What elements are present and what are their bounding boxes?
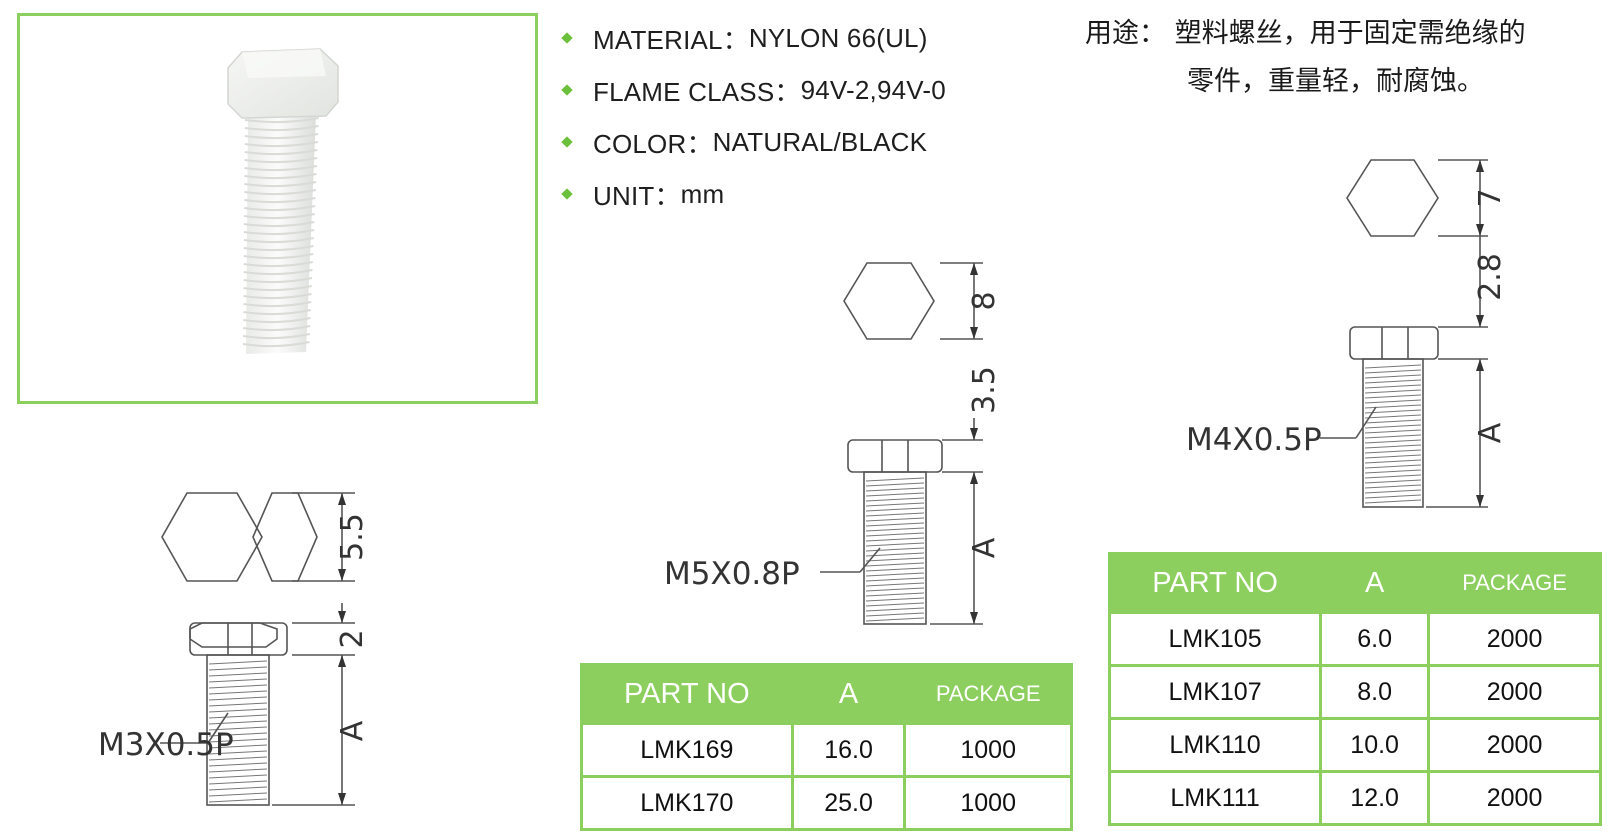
cell-package: 1000 — [903, 722, 1073, 778]
spec-list: MATERIAL： NYLON 66(UL) FLAME CLASS： 94V-… — [560, 12, 1030, 220]
nylon-screw-photo — [227, 48, 339, 354]
cell-a: 12.0 — [1319, 770, 1431, 826]
cell-part-no: LMK107 — [1107, 664, 1323, 720]
drawing-m3-screw: 5.5 2 A M3X0.5P — [98, 492, 370, 806]
parts-table-m4: PART NO A PACKAGE LMK105 6.0 2000 LMK107… — [1107, 552, 1602, 826]
table-row: LMK111 12.0 2000 — [1107, 770, 1602, 826]
table-row: LMK105 6.0 2000 — [1107, 611, 1602, 667]
cell-package: 2000 — [1427, 664, 1602, 720]
dim-head-height: 3.5 — [967, 366, 1002, 414]
spec-value: mm — [680, 178, 725, 209]
thread-spec: M4X0.5P — [1186, 422, 1322, 458]
header-a: A — [1319, 552, 1431, 614]
table-row: LMK110 10.0 2000 — [1107, 717, 1602, 773]
cell-part-no: LMK169 — [580, 722, 794, 778]
diamond-bullet-icon — [561, 84, 573, 96]
dim-head-height: 2.8 — [1473, 253, 1508, 301]
cell-package: 1000 — [903, 775, 1073, 831]
spec-color: COLOR： NATURAL/BLACK — [560, 116, 1030, 168]
spec-label: MATERIAL： — [593, 24, 749, 55]
dim-head-height: 2 — [335, 629, 370, 648]
thread-spec: M3X0.5P — [98, 727, 234, 763]
cell-package: 2000 — [1427, 770, 1602, 826]
diamond-bullet-icon — [561, 136, 573, 148]
drawing-m5-screw: 8 3.5 A M5X0.8P — [664, 262, 1002, 625]
drawing-m4-screw: 7 2.8 A M4X0.5P — [1186, 159, 1508, 508]
usage-line-1: 用途： 塑料螺丝，用于固定需绝缘的 — [1085, 18, 1526, 49]
cell-a: 10.0 — [1319, 717, 1431, 773]
cell-part-no: LMK111 — [1107, 770, 1323, 826]
table-row: LMK107 8.0 2000 — [1107, 664, 1602, 720]
cell-a: 25.0 — [790, 775, 907, 831]
cell-package: 2000 — [1427, 717, 1602, 773]
cell-a: 16.0 — [790, 722, 907, 778]
cell-package: 2000 — [1427, 611, 1602, 667]
spec-material: MATERIAL： NYLON 66(UL) — [560, 12, 1030, 64]
dim-length: A — [335, 720, 370, 741]
dim-length: A — [967, 537, 1002, 558]
product-photo-frame — [17, 13, 538, 404]
table-row: LMK170 25.0 1000 — [580, 775, 1073, 831]
header-part-no: PART NO — [580, 663, 794, 725]
spec-label: COLOR： — [593, 128, 713, 159]
spec-flame-class: FLAME CLASS： 94V-2,94V-0 — [560, 64, 1030, 116]
usage-line-2: 零件，重量轻，耐腐蚀。 — [1187, 66, 1484, 97]
cell-a: 6.0 — [1319, 611, 1431, 667]
spec-label: FLAME CLASS： — [593, 76, 801, 107]
dim-length: A — [1473, 422, 1508, 443]
cell-part-no: LMK110 — [1107, 717, 1323, 773]
table-header-row: PART NO A PACKAGE — [580, 663, 1073, 725]
dim-head-width: 8 — [967, 291, 1002, 310]
table-row: LMK169 16.0 1000 — [580, 722, 1073, 778]
diamond-bullet-icon — [561, 32, 573, 44]
header-package: PACKAGE — [903, 663, 1073, 725]
dim-head-width: 5.5 — [335, 513, 370, 561]
header-package: PACKAGE — [1427, 552, 1602, 614]
spec-label: UNIT： — [593, 180, 681, 211]
diamond-bullet-icon — [561, 188, 573, 200]
spec-value: 94V-2,94V-0 — [800, 74, 946, 105]
spec-unit: UNIT： mm — [560, 168, 1030, 220]
usage-description: 用途： 塑料螺丝，用于固定需绝缘的 零件，重量轻，耐腐蚀。 — [1085, 10, 1605, 106]
spec-value: NATURAL/BLACK — [712, 126, 928, 157]
cell-part-no: LMK170 — [580, 775, 794, 831]
cell-part-no: LMK105 — [1107, 611, 1323, 667]
dim-head-width: 7 — [1473, 188, 1508, 207]
header-a: A — [790, 663, 907, 725]
thread-spec: M5X0.8P — [664, 556, 800, 592]
cell-a: 8.0 — [1319, 664, 1431, 720]
header-part-no: PART NO — [1107, 552, 1323, 614]
parts-table-m5: PART NO A PACKAGE LMK169 16.0 1000 LMK17… — [580, 663, 1073, 831]
table-header-row: PART NO A PACKAGE — [1107, 552, 1602, 614]
spec-value: NYLON 66(UL) — [748, 22, 928, 53]
